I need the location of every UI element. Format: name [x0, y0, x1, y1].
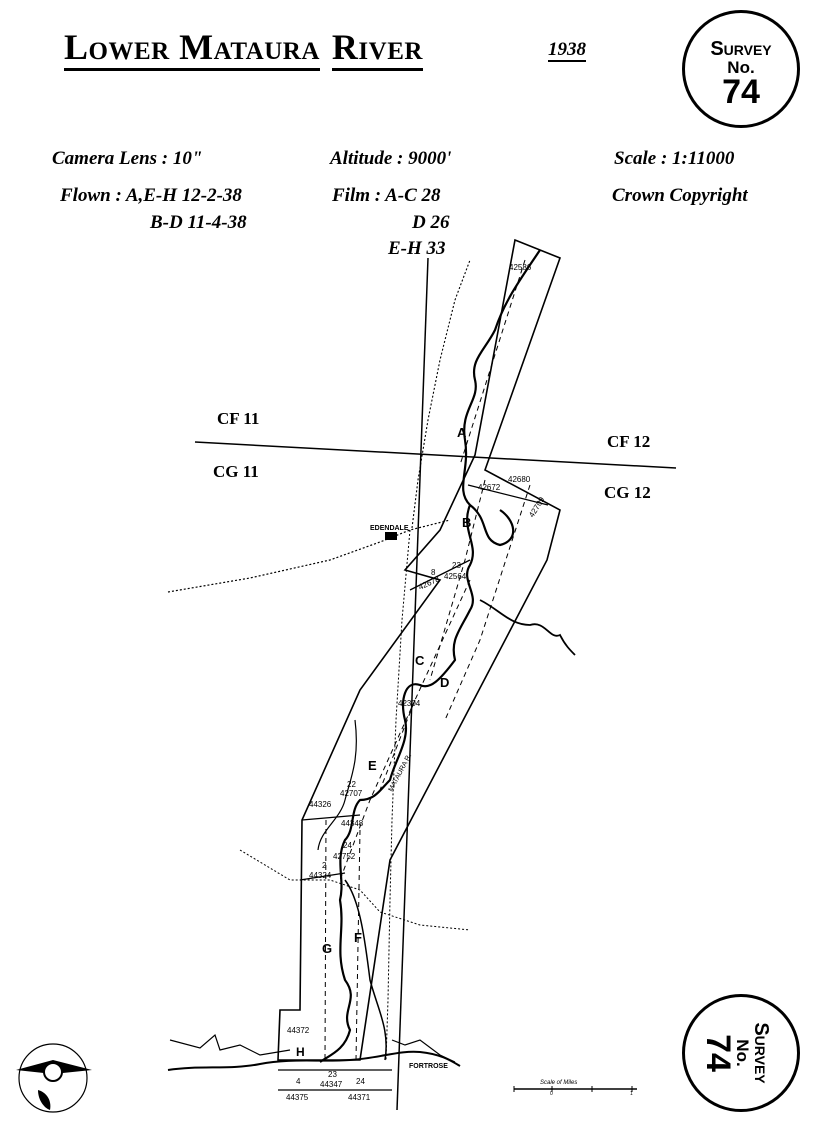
photo-8: 8 [431, 568, 436, 577]
photo-42564: 42564 [444, 572, 467, 581]
photo-44347: 44347 [320, 1080, 343, 1089]
photo-24: 24 [343, 841, 352, 850]
mataura-river [319, 249, 541, 1063]
run-g: G [322, 941, 332, 956]
badge-word-rotated: Survey [750, 1022, 772, 1084]
survey-badge-rotated: Survey No. 74 [682, 994, 800, 1112]
title-part-1: Lower Mataura [64, 27, 320, 71]
copyright: Crown Copyright [612, 185, 748, 206]
photo-24-b: 24 [356, 1077, 365, 1086]
run-h: H [296, 1045, 305, 1059]
run-c: C [415, 653, 425, 668]
run-b-line [429, 479, 486, 681]
photo-44326: 44326 [309, 800, 332, 809]
photo-22: 22 [347, 780, 356, 789]
scale-bar: Scale of Miles 0 1 [513, 1080, 637, 1096]
photo-23-a: 23 [452, 561, 461, 570]
sheet-boundary-horizontal [194, 441, 677, 469]
run-g-line [324, 819, 327, 1061]
flight-strip-outline [277, 238, 562, 1061]
run-f: F [354, 930, 362, 945]
photo-42707: 42707 [340, 789, 363, 798]
scale-tick-0: 0 [550, 1091, 553, 1096]
badge-word: Survey [710, 38, 772, 60]
survey-year: 1938 [548, 39, 586, 62]
photo-44348: 44348 [341, 819, 364, 828]
scale-bar-label: Scale of Miles [540, 1080, 577, 1086]
photo-44371: 44371 [348, 1093, 371, 1102]
sheet-cg12: CG 12 [604, 483, 651, 502]
photo-44324: 44324 [309, 871, 332, 880]
river-tributary-east [479, 599, 576, 656]
film-line-1: Film : A-C 28 [332, 185, 441, 206]
road-west [167, 519, 451, 593]
photo-42672: 42672 [478, 483, 501, 492]
photo-42586: 42586 [509, 263, 532, 272]
photo-4: 4 [296, 1077, 301, 1086]
run-e-line [339, 699, 416, 881]
sheet-cf12: CF 12 [607, 432, 650, 451]
edendale-marker [385, 532, 397, 540]
badge-number-rotated: 74 [699, 1034, 737, 1072]
film-line-3: E-H 33 [388, 238, 446, 259]
railway-north [411, 259, 471, 529]
camera-lens: Camera Lens : 10" [52, 148, 203, 169]
photo-44375: 44375 [286, 1093, 309, 1102]
sheet-cf11: CF 11 [217, 409, 259, 428]
film-line-2: D 26 [412, 212, 450, 233]
run-e: E [368, 758, 377, 773]
river-channel-east [344, 879, 387, 1061]
run-b: B [462, 515, 471, 530]
aerial-mapping-logo [16, 1043, 92, 1113]
photo-42709: 42709 [527, 495, 547, 519]
photo-42752: 42752 [333, 852, 356, 861]
edendale-label: EDENDALE [370, 525, 409, 532]
run-d-line [444, 484, 531, 721]
run-c-line [379, 579, 471, 791]
railway-south [385, 529, 411, 1061]
flown-line-1: Flown : A,E-H 12-2-38 [60, 185, 242, 206]
scale: Scale : 1:11000 [614, 148, 735, 169]
badge-no: No. [727, 58, 755, 77]
nz-map-icon [38, 1090, 51, 1110]
run-f-line [355, 829, 361, 1061]
coastline [167, 1050, 461, 1071]
survey-badge: Survey No. 74 [682, 10, 800, 128]
run-a: A [457, 425, 467, 440]
altitude: Altitude : 9000' [330, 148, 452, 169]
photo-44372: 44372 [287, 1026, 310, 1035]
road-south [239, 849, 471, 931]
scale-tick-1: 1 [630, 1091, 633, 1096]
fortrose-label: FORTROSE [409, 1063, 448, 1070]
run-d: D [440, 675, 449, 690]
photo-42304: 42304 [398, 699, 421, 708]
badge-number: 74 [722, 73, 760, 111]
river-tributary-west [317, 719, 357, 851]
camera-lens-icon [43, 1062, 63, 1082]
photo-2: 2 [322, 861, 327, 870]
photo-23-b: 23 [328, 1070, 337, 1079]
flown-line-2: B-D 11-4-38 [150, 212, 247, 233]
sheet-cg11: CG 11 [213, 462, 259, 481]
photo-42680: 42680 [508, 475, 531, 484]
title-part-2: River [331, 27, 423, 71]
